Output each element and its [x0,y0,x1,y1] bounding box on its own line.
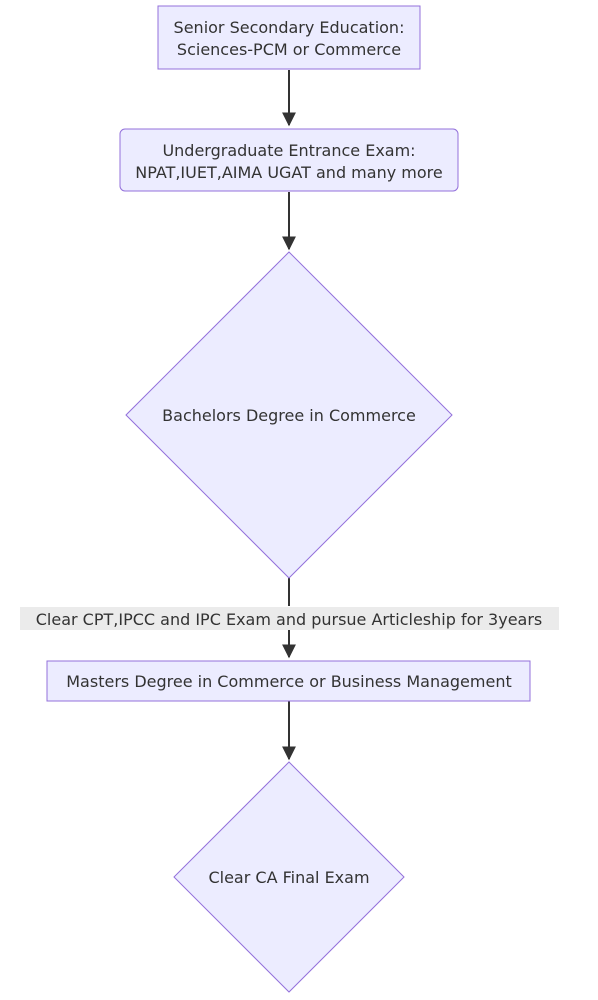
node-masters-label: Masters Degree in Commerce or Business M… [66,672,511,691]
node-bachelors: Bachelors Degree in Commerce [125,251,453,579]
node-ug-entrance-line-1: Undergraduate Entrance Exam: [162,141,415,160]
edge-label-articleship: Clear CPT,IPCC and IPC Exam and pursue A… [20,607,559,630]
node-bachelors-label: Bachelors Degree in Commerce [162,406,416,425]
edge-label-text: Clear CPT,IPCC and IPC Exam and pursue A… [36,610,543,629]
node-masters: Masters Degree in Commerce or Business M… [46,660,531,702]
node-senior-secondary: Senior Secondary Education: Sciences-PCM… [157,5,421,70]
node-ug-entrance: Undergraduate Entrance Exam: NPAT,IUET,A… [119,128,459,192]
node-senior-secondary-line-2: Sciences-PCM or Commerce [177,40,401,59]
node-senior-secondary-line-1: Senior Secondary Education: [174,18,405,37]
edge-label-background [20,607,559,630]
node-ca-final-label: Clear CA Final Exam [208,868,369,887]
node-ca-final: Clear CA Final Exam [173,761,405,993]
node-ug-entrance-line-2: NPAT,IUET,AIMA UGAT and many more [135,163,442,182]
